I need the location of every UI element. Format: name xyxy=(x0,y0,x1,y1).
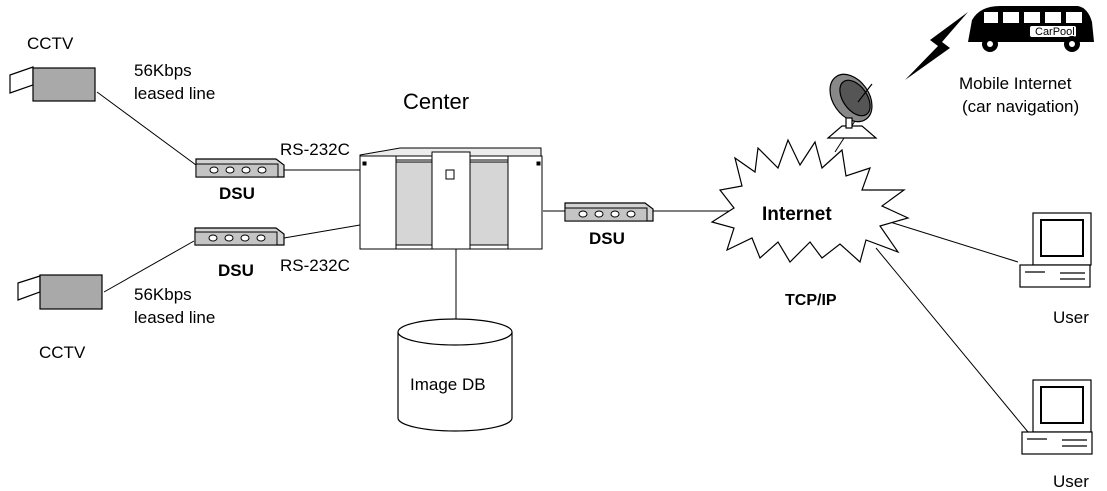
dsu-device-icon xyxy=(194,227,285,246)
leased-line-label: leased line xyxy=(134,84,215,103)
car-plate-text: CarPool xyxy=(1035,26,1075,38)
rs232c-label: RS-232C xyxy=(280,140,350,159)
cctv-camera-icon xyxy=(17,274,103,310)
dsu-label: DSU xyxy=(589,229,625,248)
computer-icon xyxy=(1019,212,1092,288)
line-dsu-bottom-center xyxy=(283,224,361,239)
line-cctv-bottom-dsu xyxy=(103,240,195,293)
image-db-label: Image DB xyxy=(410,375,486,394)
server-rack-icon xyxy=(359,147,543,250)
leased-line-speed-label: 56Kbps xyxy=(134,61,192,80)
car-navigation-label: (car navigation) xyxy=(962,97,1079,116)
center-label: Center xyxy=(403,89,469,114)
user-label: User xyxy=(1053,472,1089,491)
rs232c-label: RS-232C xyxy=(280,256,350,275)
connection-lines xyxy=(96,91,1029,433)
mobile-internet-label: Mobile Internet xyxy=(959,74,1072,93)
leased-line-label: leased line xyxy=(134,308,215,327)
computer-icon xyxy=(1021,379,1093,455)
dsu-label: DSU xyxy=(218,261,254,280)
line-internet-user-bottom xyxy=(875,247,1029,433)
dsu-device-icon xyxy=(195,158,285,178)
car-icon xyxy=(968,6,1094,52)
leased-line-speed-label: 56Kbps xyxy=(134,285,192,304)
internet-cloud-icon xyxy=(710,138,910,264)
database-cylinder-icon xyxy=(397,318,513,432)
cctv-label: CCTV xyxy=(27,34,74,53)
dsu-label: DSU xyxy=(219,184,255,203)
user-label: User xyxy=(1053,308,1089,327)
internet-label: Internet xyxy=(762,204,832,225)
dsu-device-icon xyxy=(564,202,654,222)
cctv-label: CCTV xyxy=(39,343,86,362)
wireless-signal-icon xyxy=(905,12,968,80)
satellite-dish-icon xyxy=(826,73,878,139)
tcpip-label: TCP/IP xyxy=(785,292,837,309)
line-internet-user-top xyxy=(889,221,1019,263)
line-cctv-top-dsu xyxy=(96,91,197,166)
cctv-camera-icon xyxy=(9,66,96,102)
